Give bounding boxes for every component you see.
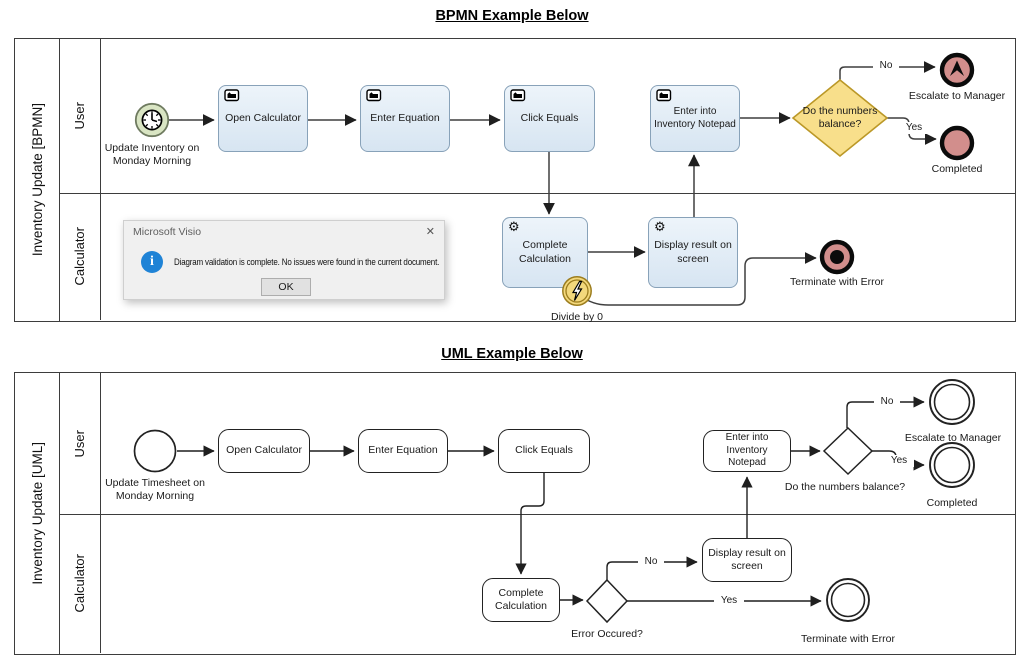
uml-error-label: Error Occured? (571, 628, 643, 640)
bpmn-end-escalate[interactable] (938, 51, 976, 89)
clock-icon (141, 109, 163, 131)
task-label: Open Calculator (225, 111, 301, 124)
visio-dialog: Microsoft Visio ✕ i Diagram validation i… (123, 220, 445, 300)
uml-task-complete-calculation[interactable]: Complete Calculation (482, 578, 560, 622)
uml-decision-error[interactable] (585, 578, 629, 624)
uml-task-enter-notepad[interactable]: Enter into Inventory Notepad (703, 430, 791, 472)
user-task-icon (224, 89, 240, 102)
uml-task-enter-equation[interactable]: Enter Equation (358, 429, 448, 473)
flow-uml-error-no-display (606, 556, 698, 580)
uml-start-label: Update Timesheet on Monday Morning (105, 477, 205, 503)
uml-balance-no-edge-label: No (874, 396, 900, 408)
bpmn-terminate-label: Terminate with Error (790, 276, 884, 288)
user-task-icon (656, 89, 672, 102)
task-label: Enter Equation (370, 111, 440, 124)
gear-icon: ⚙ (508, 220, 520, 235)
close-icon[interactable]: ✕ (425, 226, 435, 238)
task-label: Enter Equation (368, 444, 438, 457)
bpmn-gateway-balance[interactable] (791, 78, 889, 158)
bpmn-yes-edge-label: Yes (899, 122, 929, 134)
task-label: Click Equals (515, 444, 573, 457)
bpmn-end-terminate[interactable] (818, 238, 856, 276)
bpmn-gateway-label: Do the numbers balance? (802, 105, 878, 131)
bpmn-task-complete-calculation[interactable]: ⚙ Complete Calculation (502, 217, 588, 288)
flow-uml-click-complete (515, 473, 545, 575)
uml-balance-yes-edge-label: Yes (884, 455, 914, 467)
bpmn-boundary-divide-by-zero[interactable] (561, 275, 593, 307)
bpmn-task-click-equals[interactable]: Click Equals (504, 85, 595, 152)
task-label: Display result on screen (708, 546, 786, 572)
uml-start-node[interactable] (133, 429, 177, 473)
uml-terminate-label: Terminate with Error (801, 633, 895, 645)
task-label: Complete Calculation (495, 586, 547, 612)
bpmn-end-completed[interactable] (938, 124, 976, 162)
bpmn-task-enter-notepad[interactable]: Enter into Inventory Notepad (650, 85, 740, 152)
dialog-title: Microsoft Visio (133, 226, 202, 238)
escalation-icon (950, 60, 964, 76)
bpmn-start-event[interactable] (134, 102, 170, 138)
bpmn-lane-divider (59, 193, 1015, 194)
info-icon: i (141, 251, 163, 273)
task-label: Click Equals (520, 111, 579, 124)
bpmn-pool-header: Inventory Update [BPMN] (15, 39, 60, 321)
bpmn-lane-calculator-header: Calculator (59, 193, 101, 320)
uml-error-no-edge-label: No (638, 556, 664, 568)
bpmn-task-enter-equation[interactable]: Enter Equation (360, 85, 450, 152)
flow-uml-balance-no-escalate (846, 396, 925, 428)
bpmn-no-edge-label: No (873, 60, 899, 72)
uml-pool-header: Inventory Update [UML] (15, 373, 60, 654)
uml-error-yes-edge-label: Yes (714, 595, 744, 607)
uml-end-completed[interactable] (928, 441, 976, 489)
task-label: Display result on screen (654, 239, 732, 265)
task-label: Enter into Inventory Notepad (654, 106, 736, 130)
gear-icon: ⚙ (654, 220, 666, 235)
user-task-icon (510, 89, 526, 102)
bpmn-lane-user-header: User (59, 39, 101, 193)
uml-end-escalate[interactable] (928, 378, 976, 426)
bpmn-escalate-label: Escalate to Manager (908, 90, 1006, 102)
bpmn-task-open-calculator[interactable]: Open Calculator (218, 85, 308, 152)
uml-section-title: UML Example Below (441, 346, 583, 362)
uml-task-open-calculator[interactable]: Open Calculator (218, 429, 310, 473)
ok-button[interactable]: OK (261, 278, 311, 296)
bpmn-flows (169, 61, 937, 306)
uml-end-terminate[interactable] (825, 577, 871, 623)
user-task-icon (366, 89, 382, 102)
uml-escalate-label: Escalate to Manager (904, 432, 1002, 444)
uml-lane-user-header: User (59, 373, 101, 514)
task-label: Open Calculator (226, 444, 302, 457)
uml-task-click-equals[interactable]: Click Equals (498, 429, 590, 473)
dialog-message: Diagram validation is complete. No issue… (174, 257, 440, 268)
uml-completed-label: Completed (926, 497, 978, 509)
uml-decision-balance[interactable] (822, 426, 874, 476)
uml-lane-divider (59, 514, 1015, 515)
bpmn-section-title: BPMN Example Below (435, 8, 589, 24)
task-label: Complete Calculation (519, 239, 571, 265)
flow-bpmn-divide-terminate (586, 252, 817, 306)
error-lightning-icon (571, 280, 583, 301)
uml-balance-label: Do the numbers balance? (784, 481, 906, 493)
uml-lane-calculator-header: Calculator (59, 514, 101, 653)
bpmn-divide-label: Divide by 0 (551, 311, 603, 323)
bpmn-completed-label: Completed (931, 163, 983, 175)
flow-bpmn-gateway-no (839, 61, 936, 82)
bpmn-start-label: Update Inventory on Monday Morning (104, 142, 200, 168)
bpmn-task-display-result[interactable]: ⚙ Display result on screen (648, 217, 738, 288)
uml-flows (177, 396, 925, 607)
terminate-icon (830, 250, 844, 264)
task-label: Enter into Inventory Notepad (725, 432, 769, 469)
uml-task-display-result[interactable]: Display result on screen (702, 538, 792, 582)
